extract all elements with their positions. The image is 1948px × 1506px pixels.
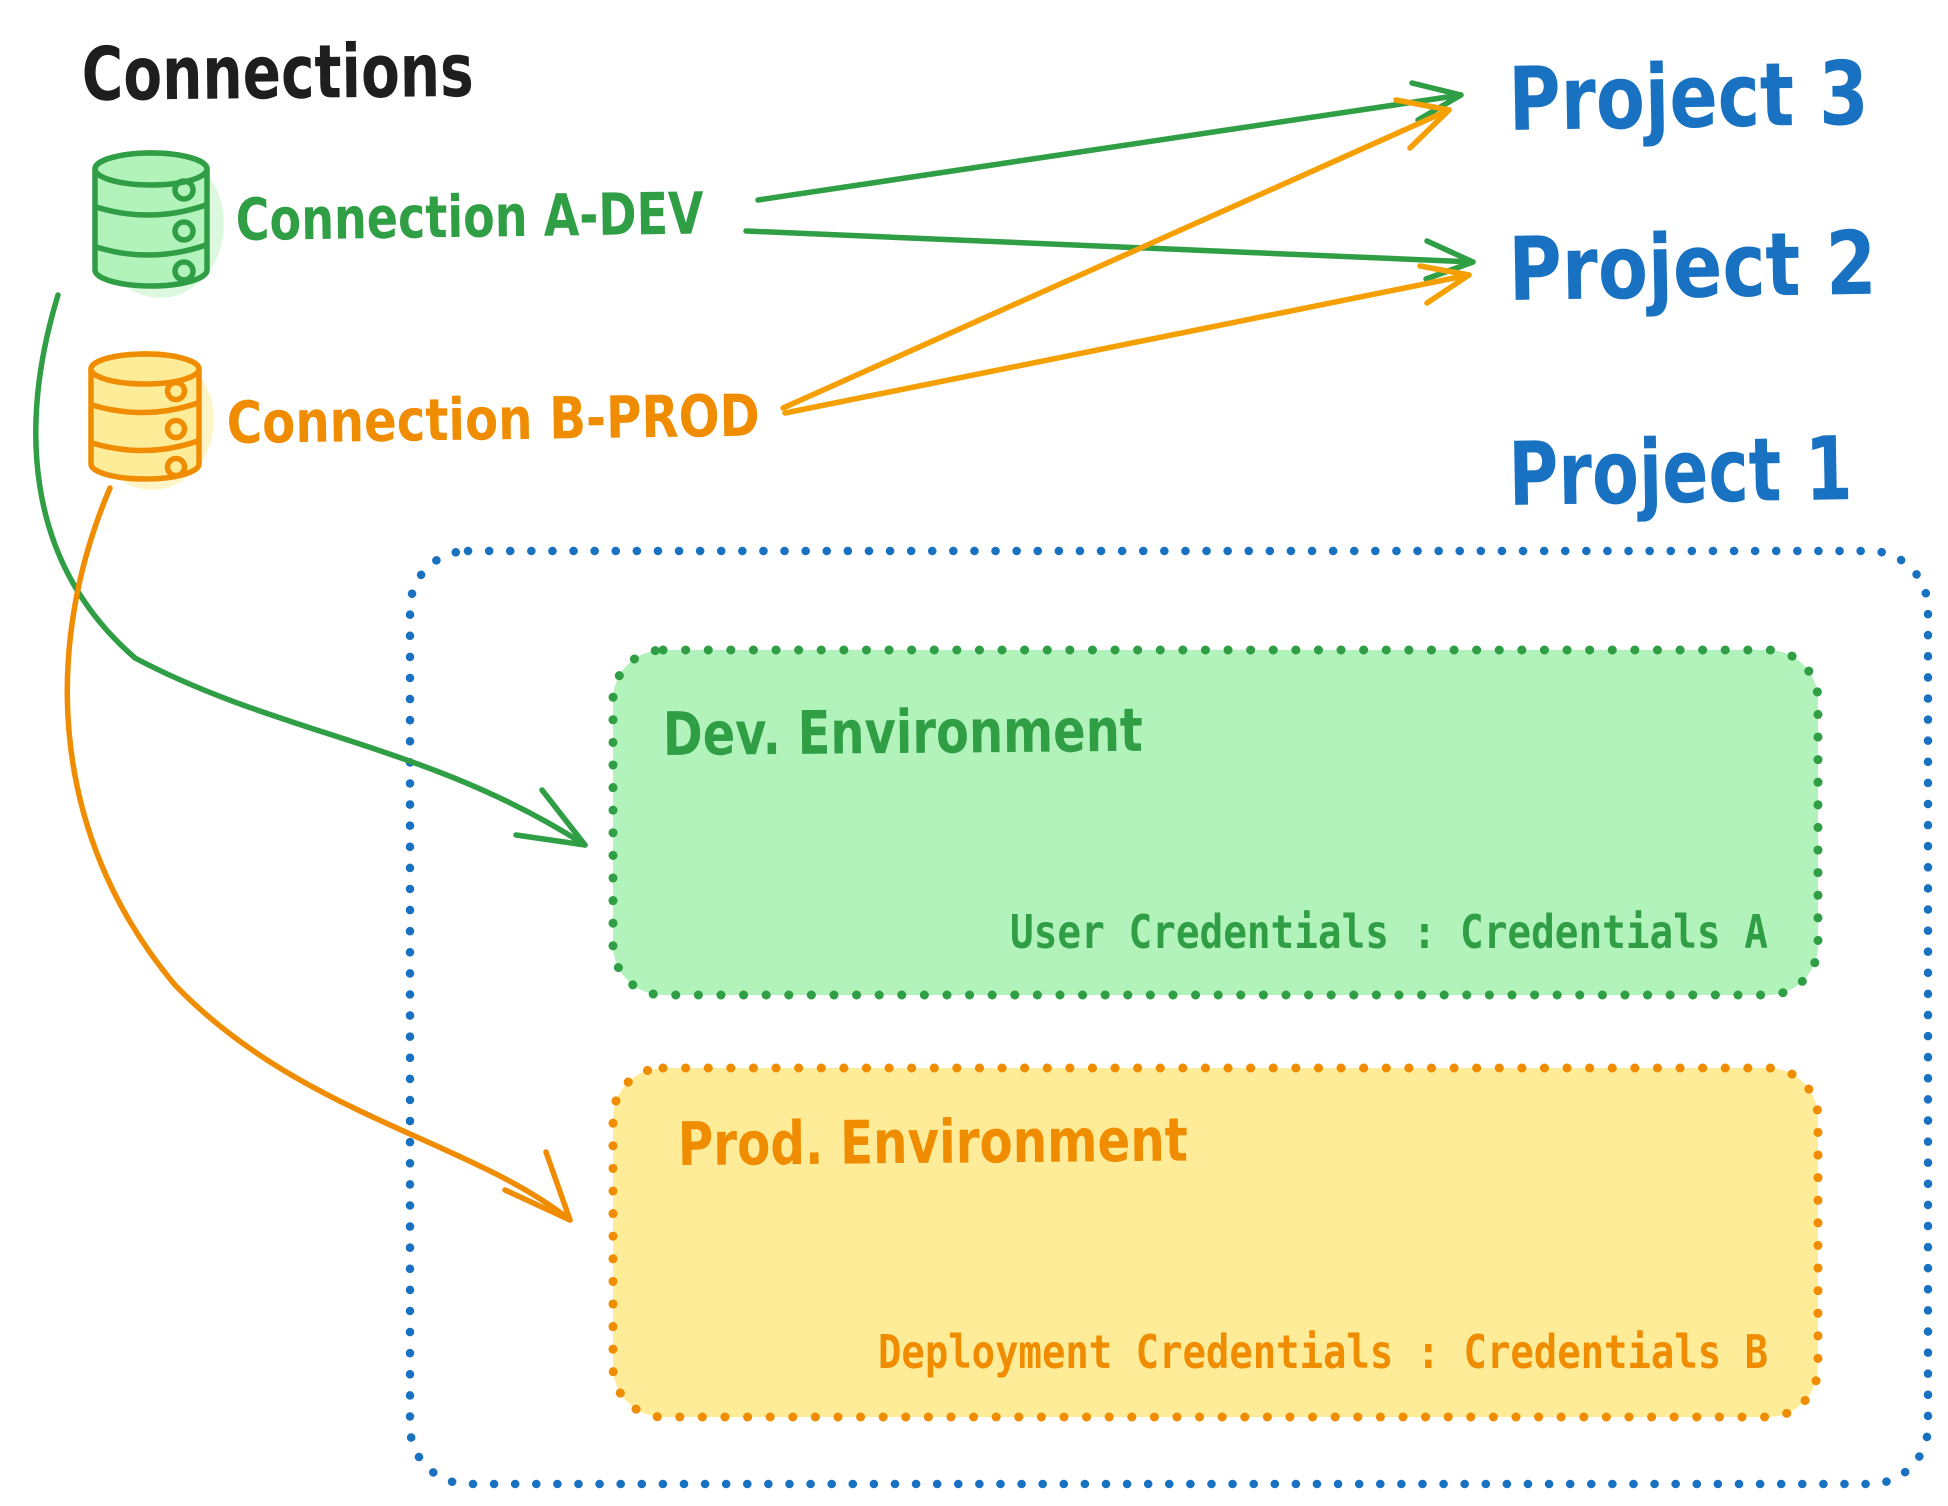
project2-label: Project 2 bbox=[1508, 212, 1878, 321]
connection-bprod-label: Connection B-PROD bbox=[226, 382, 760, 457]
project3-label: Project 3 bbox=[1508, 42, 1870, 151]
dev-environment-credentials: User Credentials : Credentials A bbox=[1010, 905, 1768, 959]
arrow-bprod-to-project3 bbox=[780, 97, 1452, 411]
prod-environment-credentials: Deployment Credentials : Credentials B bbox=[878, 1325, 1768, 1379]
arrow-bprod-to-project2 bbox=[782, 263, 1472, 416]
project1-box bbox=[405, 546, 1933, 1489]
prod-environment-label: Prod. Environment bbox=[678, 1106, 1189, 1180]
arrow-bprod-to-prod-environment bbox=[64, 485, 573, 1223]
dev-environment-box bbox=[608, 645, 1823, 1000]
database-icon bbox=[92, 150, 224, 298]
project1-label: Project 1 bbox=[1508, 417, 1854, 526]
database-icon bbox=[88, 350, 214, 490]
connection-adev-label: Connection A-DEV bbox=[235, 179, 704, 254]
prod-environment-box bbox=[608, 1063, 1823, 1422]
arrow-adev-to-dev-environment bbox=[33, 292, 588, 848]
arrow-adev-to-project2 bbox=[743, 228, 1476, 282]
diagram-title: Connections bbox=[81, 28, 474, 118]
arrow-adev-to-project3 bbox=[755, 80, 1464, 203]
dev-environment-label: Dev. Environment bbox=[663, 696, 1144, 770]
